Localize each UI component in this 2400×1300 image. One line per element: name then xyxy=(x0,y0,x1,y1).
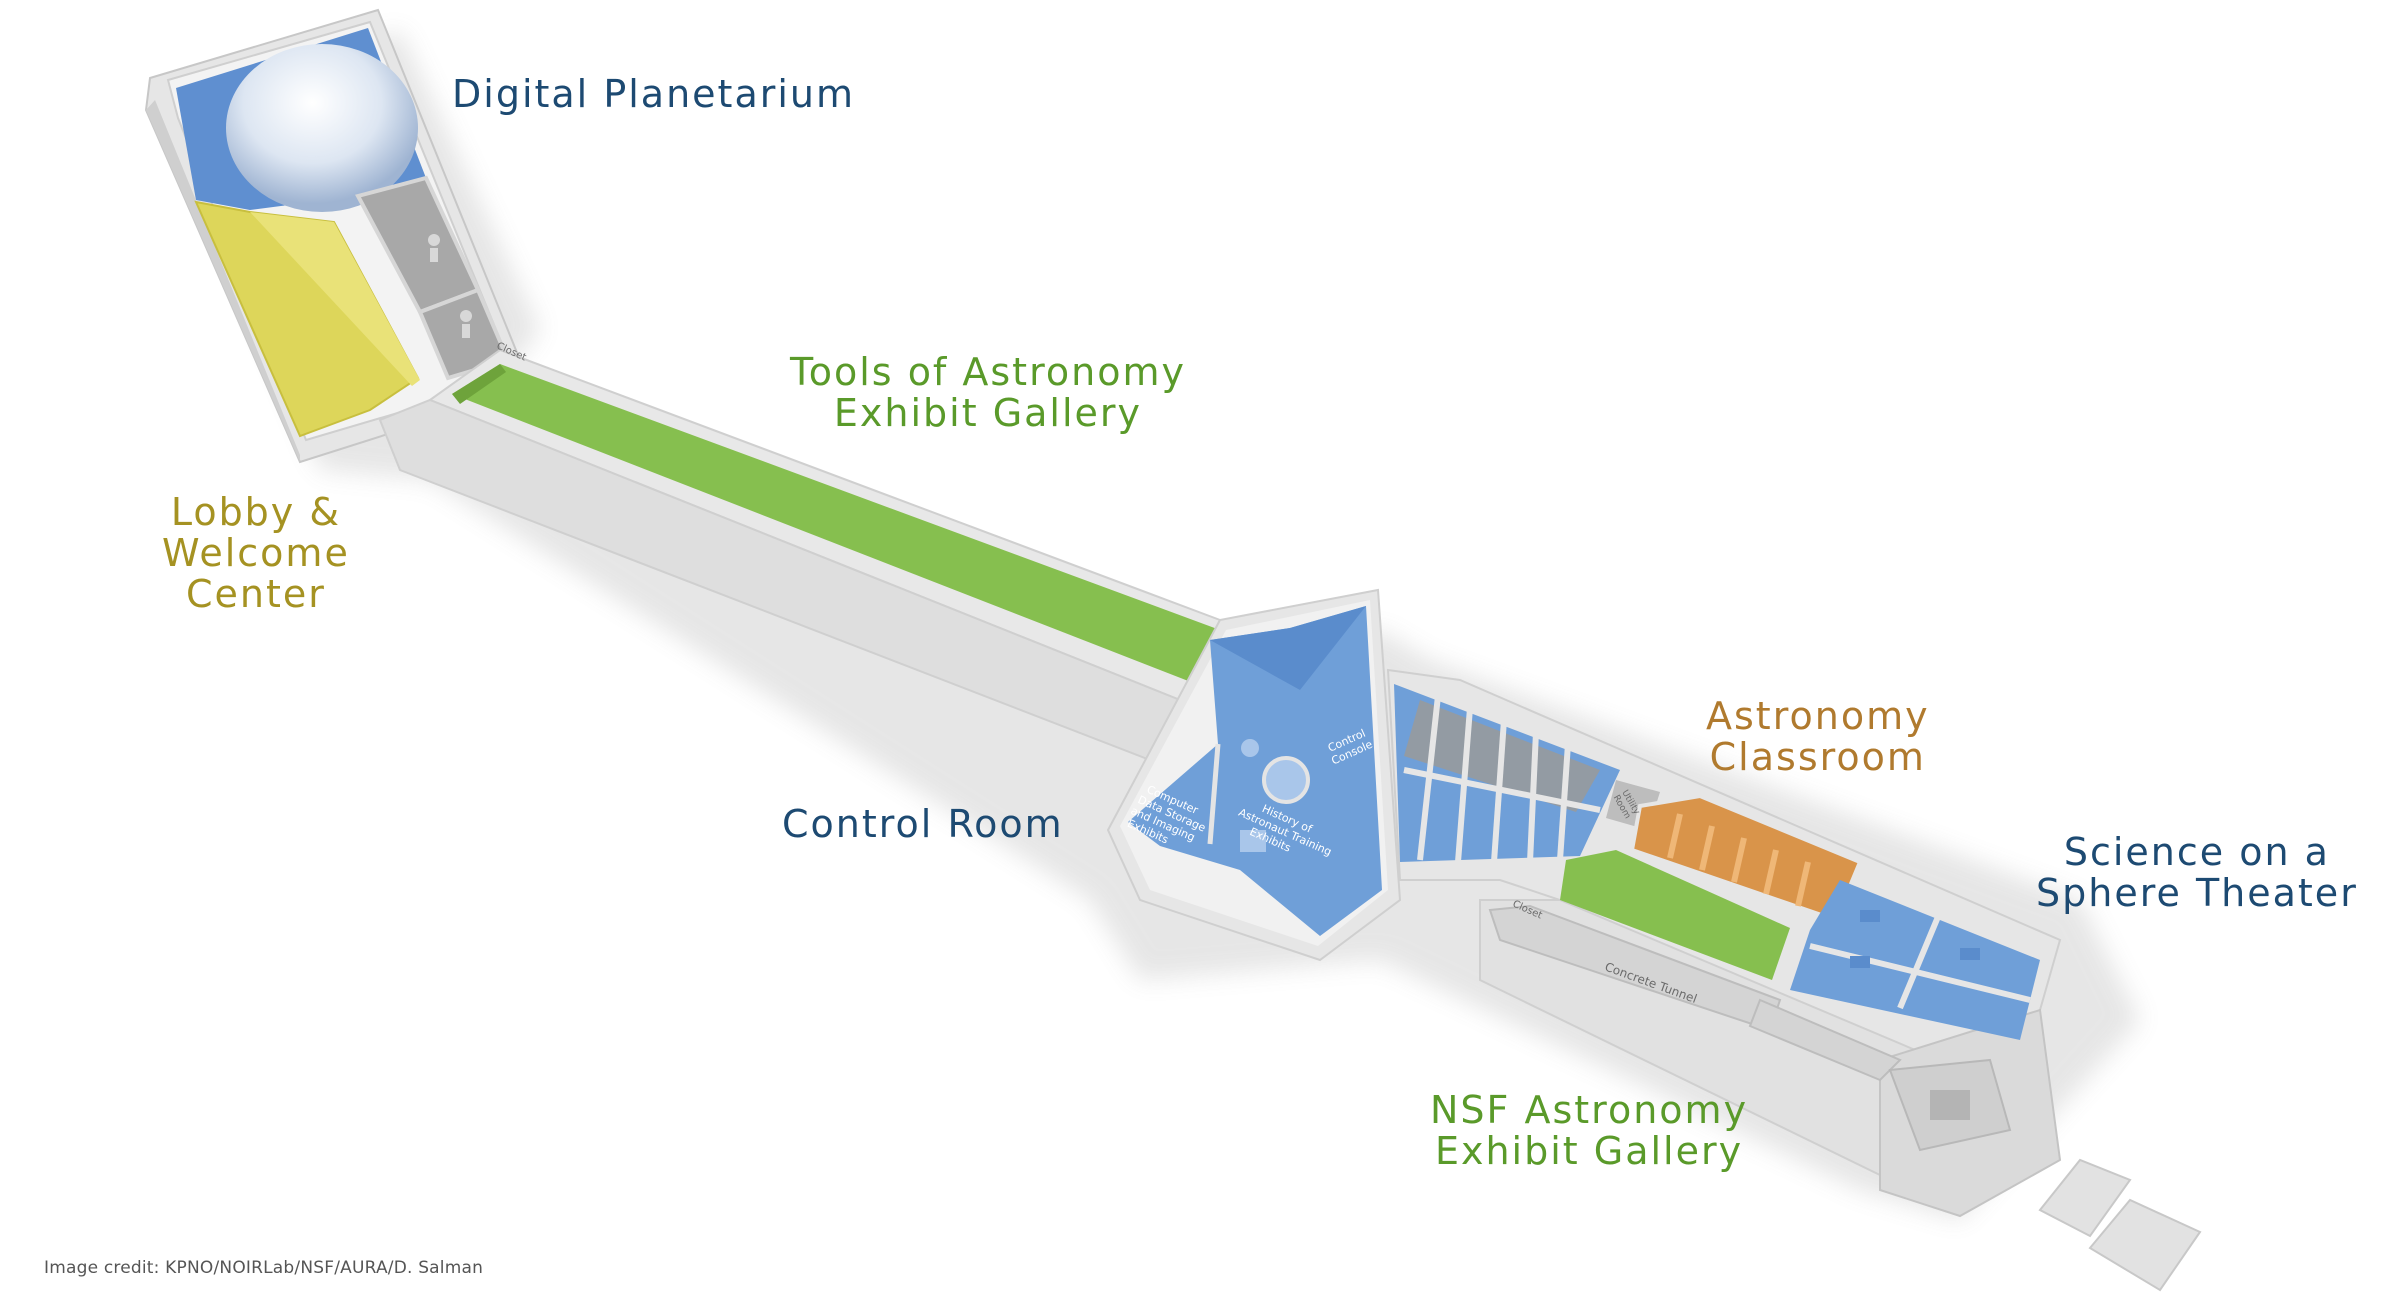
planetarium-dome xyxy=(226,44,418,212)
nsf-gallery-label: NSF Astronomy Exhibit Gallery xyxy=(1430,1090,1748,1172)
lobby-label-line-1: Lobby & xyxy=(170,490,342,534)
classroom-label-line-1: Astronomy xyxy=(1706,694,1930,738)
stair-landing xyxy=(1888,1058,2012,1152)
nsf-gallery-label-line-2: Exhibit Gallery xyxy=(1434,1129,1744,1173)
classroom-label-line-2: Classroom xyxy=(1709,735,1926,779)
tools-gallery-label: Tools of Astronomy Exhibit Gallery xyxy=(790,352,1186,434)
lobby-label-line-3: Center xyxy=(185,572,326,616)
tools-gallery-corridor xyxy=(378,348,1222,762)
image-credit: Image credit: KPNO/NOIRLab/NSF/AURA/D. S… xyxy=(44,1258,484,1278)
tools-gallery-label-line-2: Exhibit Gallery xyxy=(833,391,1143,435)
tools-gallery-label-line-1: Tools of Astronomy xyxy=(790,350,1186,394)
sos-theater-room xyxy=(1790,880,2040,1040)
lobby-label: Lobby & Welcome Center xyxy=(162,492,350,615)
planetarium-label: Digital Planetarium xyxy=(452,72,856,116)
lobby-label-line-2: Welcome xyxy=(162,531,350,575)
lobby-room xyxy=(194,200,420,438)
planetarium-room xyxy=(176,28,426,212)
sos-theater-label-line-1: Science on a xyxy=(2063,830,2330,874)
nsf-gallery-room xyxy=(1560,850,1790,980)
classroom-label: Astronomy Classroom xyxy=(1706,696,1930,778)
sos-theater-label-line-2: Sphere Theater xyxy=(2036,871,2358,915)
nsf-gallery-label-line-1: NSF Astronomy xyxy=(1430,1088,1749,1132)
entry-pads xyxy=(2038,1158,2202,1292)
control-room-label: Control Room xyxy=(782,802,1064,846)
restrooms xyxy=(355,175,511,381)
sos-theater-label: Science on a Sphere Theater xyxy=(2036,832,2358,914)
small-rooms-row xyxy=(1394,684,1620,863)
control-room xyxy=(1128,606,1382,936)
concrete-tunnel xyxy=(1488,904,1902,1082)
